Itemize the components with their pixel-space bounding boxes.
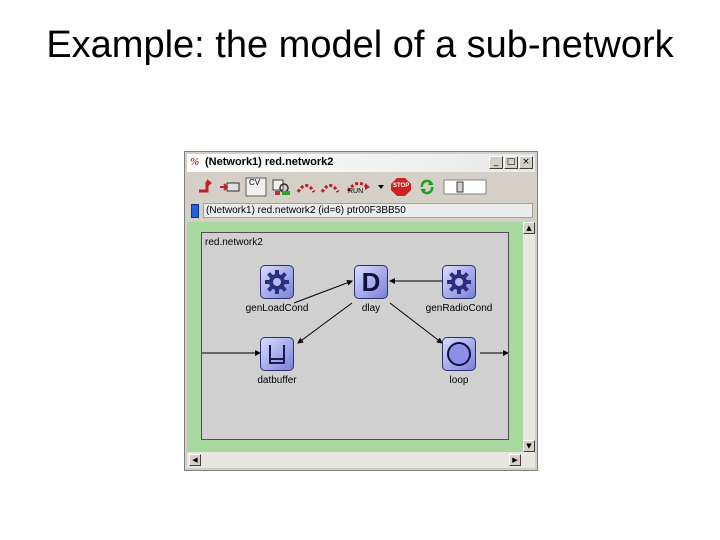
gen-load-cond-node[interactable] (260, 265, 294, 299)
cv-label: CV (249, 178, 261, 187)
scroll-up-icon[interactable]: ▲ (523, 222, 535, 234)
scroll-down-icon[interactable]: ▼ (523, 440, 535, 452)
node-label-genradiocond: genRadioCond (425, 303, 493, 314)
toolbar: CV RUN STOP (187, 174, 535, 200)
datbuffer-node[interactable] (260, 337, 294, 371)
insert-module-icon[interactable] (219, 177, 243, 197)
run-dropdown-icon[interactable] (377, 177, 385, 197)
slide-title: Example: the model of a sub-network (46, 24, 674, 66)
object-info-bar: (Network1) red.network2 (id=6) ptr00F3BB… (187, 202, 535, 220)
node-label-datbuffer: datbuffer (257, 375, 297, 386)
step-back-icon[interactable] (295, 177, 317, 197)
refresh-icon[interactable] (417, 177, 437, 197)
scroll-right-icon[interactable]: ▶ (509, 454, 521, 466)
node-label-loop: loop (449, 375, 469, 386)
network-label: red.network2 (205, 237, 263, 248)
gear-icon (447, 270, 471, 294)
window-title: (Network1) red.network2 (205, 156, 334, 168)
app-logo-icon: % (190, 156, 200, 168)
node-label-dlay: dlay (361, 303, 381, 314)
network-window: % (Network1) red.network2 _ □ × CV RUN (184, 151, 538, 471)
speed-slider[interactable] (443, 177, 487, 197)
node-label-genloadcond: genLoadCond (245, 303, 309, 314)
connection-arrows (202, 278, 508, 356)
step-forward-icon[interactable] (319, 177, 341, 197)
loop-node[interactable] (442, 337, 476, 371)
stop-label: STOP (393, 183, 410, 189)
run-label: RUN (348, 188, 364, 195)
maximize-button[interactable]: □ (504, 156, 518, 169)
run-button[interactable]: RUN (345, 177, 375, 197)
network-canvas-area: red.network2 (187, 222, 523, 452)
scroll-left-icon[interactable]: ◀ (189, 454, 201, 466)
cv-tool-button[interactable]: CV (245, 177, 267, 197)
info-marker-icon (191, 204, 199, 218)
back-arrow-icon[interactable] (195, 177, 215, 197)
dlay-node[interactable]: D (354, 265, 388, 299)
horizontal-scrollbar[interactable]: ◀ ▶ (187, 452, 535, 468)
gen-radio-cond-node[interactable] (442, 265, 476, 299)
inspect-icon[interactable] (271, 177, 293, 197)
close-button[interactable]: × (519, 156, 533, 169)
stop-button[interactable]: STOP (390, 177, 412, 197)
letter-d-icon: D (361, 267, 381, 297)
buffer-icon (269, 345, 285, 364)
vertical-scrollbar[interactable]: ▲ ▼ (523, 222, 535, 452)
minimize-button[interactable]: _ (489, 156, 503, 169)
object-info-field: (Network1) red.network2 (id=6) ptr00F3BB… (203, 203, 533, 218)
window-titlebar[interactable]: % (Network1) red.network2 _ □ × (187, 154, 535, 172)
gear-icon (265, 270, 289, 294)
circle-icon (447, 342, 471, 366)
network-canvas[interactable]: red.network2 (201, 232, 509, 440)
